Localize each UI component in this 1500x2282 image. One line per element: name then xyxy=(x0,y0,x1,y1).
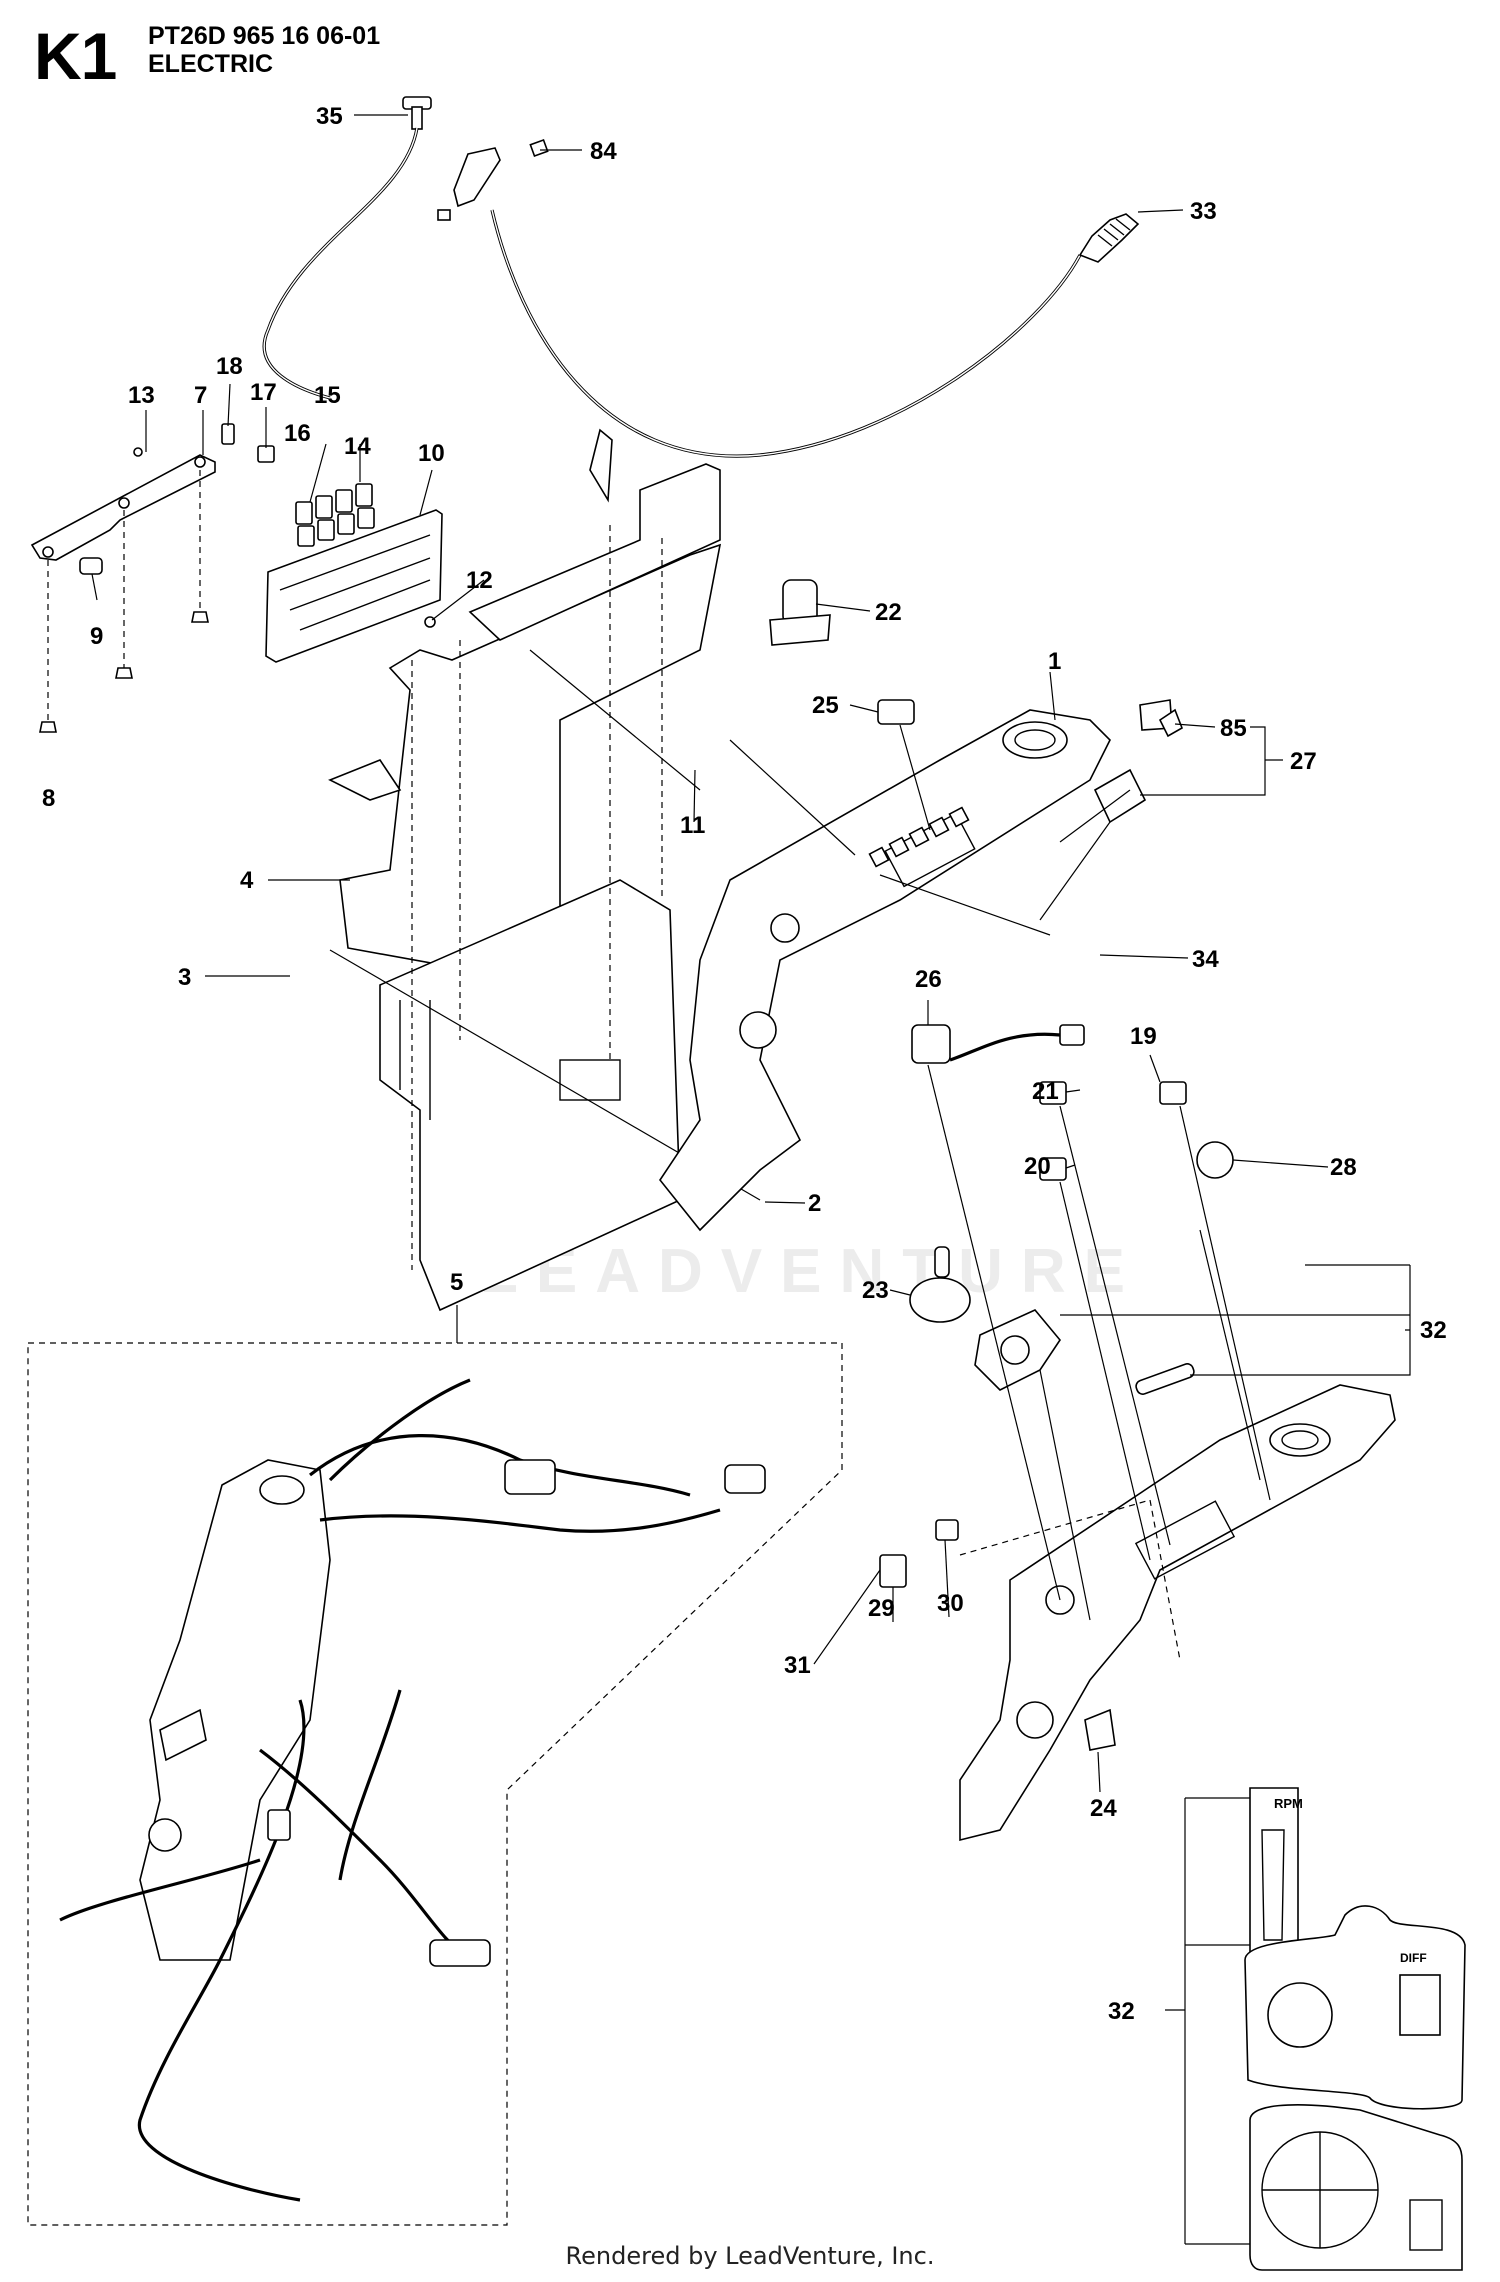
harness-assembly-5 xyxy=(27,1342,843,2226)
callout-17[interactable]: 17 xyxy=(250,379,277,406)
console-switch-row xyxy=(868,806,970,868)
frame-assembly xyxy=(328,428,1111,1312)
callout-11[interactable]: 11 xyxy=(680,812,705,839)
callout-22[interactable]: 22 xyxy=(875,599,902,626)
callout-34[interactable]: 34 xyxy=(1192,946,1219,973)
bracket-and-pcb-group xyxy=(30,423,443,733)
callout-10[interactable]: 10 xyxy=(418,440,445,467)
relay-row xyxy=(295,483,375,547)
callout-27[interactable]: 27 xyxy=(1290,748,1317,775)
callout-7[interactable]: 7 xyxy=(194,382,207,409)
callout-2[interactable]: 2 xyxy=(808,1190,821,1217)
callout-26[interactable]: 26 xyxy=(915,966,942,993)
callout-18[interactable]: 18 xyxy=(216,353,243,380)
callout-15[interactable]: 15 xyxy=(314,382,341,409)
diagram-code: K1 xyxy=(34,19,117,93)
callout-35[interactable]: 35 xyxy=(316,103,343,130)
callout-9[interactable]: 9 xyxy=(90,623,103,650)
callout-1[interactable]: 1 xyxy=(1048,648,1061,675)
callout-20[interactable]: 20 xyxy=(1024,1153,1051,1180)
console-switches xyxy=(769,579,1183,921)
callout-25[interactable]: 25 xyxy=(812,692,839,719)
callout-14[interactable]: 14 xyxy=(344,433,371,460)
decal-diff-text: DIFF xyxy=(1400,1951,1427,1965)
callout-3[interactable]: 3 xyxy=(178,964,191,991)
callout-24[interactable]: 24 xyxy=(1090,1795,1117,1822)
callout-30[interactable]: 30 xyxy=(937,1590,964,1617)
callout-32-decal[interactable]: 32 xyxy=(1108,1998,1135,2025)
callout-labels: 35 84 33 13 7 18 17 15 16 14 10 12 9 8 2… xyxy=(42,103,1447,2025)
callout-16[interactable]: 16 xyxy=(284,420,311,447)
callout-8[interactable]: 8 xyxy=(42,785,55,812)
callout-21[interactable]: 21 xyxy=(1032,1078,1059,1105)
callout-31[interactable]: 31 xyxy=(784,1652,811,1679)
callout-12[interactable]: 12 xyxy=(466,567,493,594)
model-number: PT26D 965 16 06-01 xyxy=(148,22,381,50)
console-exploded-view xyxy=(879,1024,1396,1842)
section-title: ELECTRIC xyxy=(148,50,273,78)
throttle-cable-group xyxy=(262,96,1140,458)
callout-32-main[interactable]: 32 xyxy=(1420,1317,1447,1344)
watermark: LEADVENTURE xyxy=(480,1237,1144,1306)
leader-lines xyxy=(91,114,1411,1793)
callout-85[interactable]: 85 xyxy=(1220,715,1247,742)
callout-33[interactable]: 33 xyxy=(1190,198,1217,225)
callout-5[interactable]: 5 xyxy=(450,1269,463,1296)
callout-23[interactable]: 23 xyxy=(862,1277,889,1304)
callout-4[interactable]: 4 xyxy=(240,867,254,894)
footer-credit: Rendered by LeadVenture, Inc. xyxy=(565,2242,935,2270)
callout-13[interactable]: 13 xyxy=(128,382,155,409)
decal-set: RPM DIFF xyxy=(1165,1787,1466,2271)
callout-19[interactable]: 19 xyxy=(1130,1023,1157,1050)
callout-28[interactable]: 28 xyxy=(1330,1154,1357,1181)
callout-84[interactable]: 84 xyxy=(590,138,617,165)
callout-29[interactable]: 29 xyxy=(868,1595,895,1622)
decal-rpm-text: RPM xyxy=(1274,1796,1303,1811)
